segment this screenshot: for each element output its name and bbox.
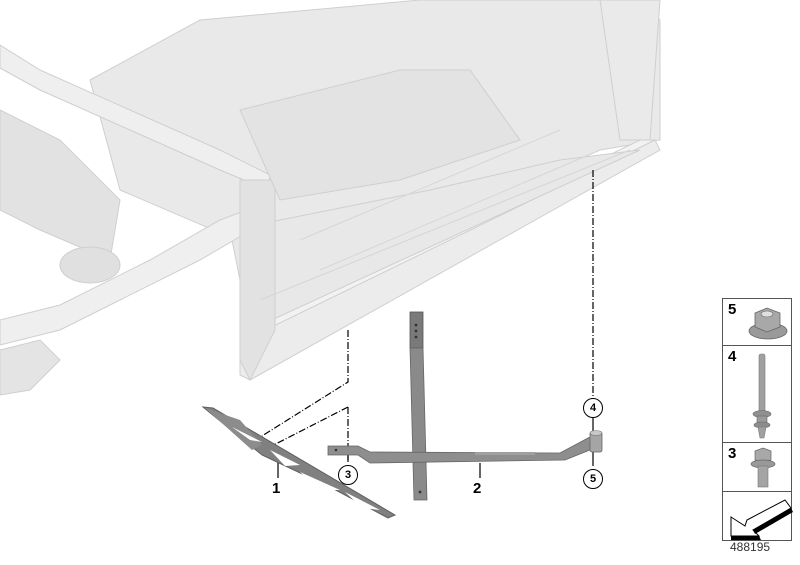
circle-label-3[interactable]: 3 bbox=[338, 465, 358, 485]
circle-label-4[interactable]: 4 bbox=[583, 398, 603, 418]
legend-number: 3 bbox=[728, 445, 737, 462]
stud-bolt-icon bbox=[752, 353, 772, 439]
legend-direction-arrow bbox=[722, 491, 793, 541]
car-body-floor-assembly bbox=[0, 0, 661, 396]
legend-item-3[interactable]: 3 bbox=[722, 442, 792, 491]
legend-number: 4 bbox=[728, 348, 737, 365]
circle-label-5[interactable]: 5 bbox=[583, 469, 603, 489]
diagram-id-label: 488195 bbox=[730, 540, 771, 554]
legend-item-5[interactable]: 5 bbox=[722, 298, 792, 345]
leader-lines bbox=[259, 170, 594, 460]
callout-1[interactable]: 1 bbox=[272, 480, 281, 497]
part-2-strut bbox=[327, 311, 603, 501]
parts-legend: 5 4 3 bbox=[722, 298, 793, 541]
callout-2[interactable]: 2 bbox=[473, 480, 482, 497]
legend-item-4[interactable]: 4 bbox=[722, 345, 792, 442]
hex-bolt-icon bbox=[750, 447, 776, 488]
part-1-brace-plate bbox=[201, 406, 397, 519]
direction-arrow-icon bbox=[730, 499, 793, 540]
hex-nut-icon bbox=[748, 307, 788, 340]
legend-number: 5 bbox=[728, 301, 737, 318]
solid-leaders bbox=[277, 418, 594, 478]
